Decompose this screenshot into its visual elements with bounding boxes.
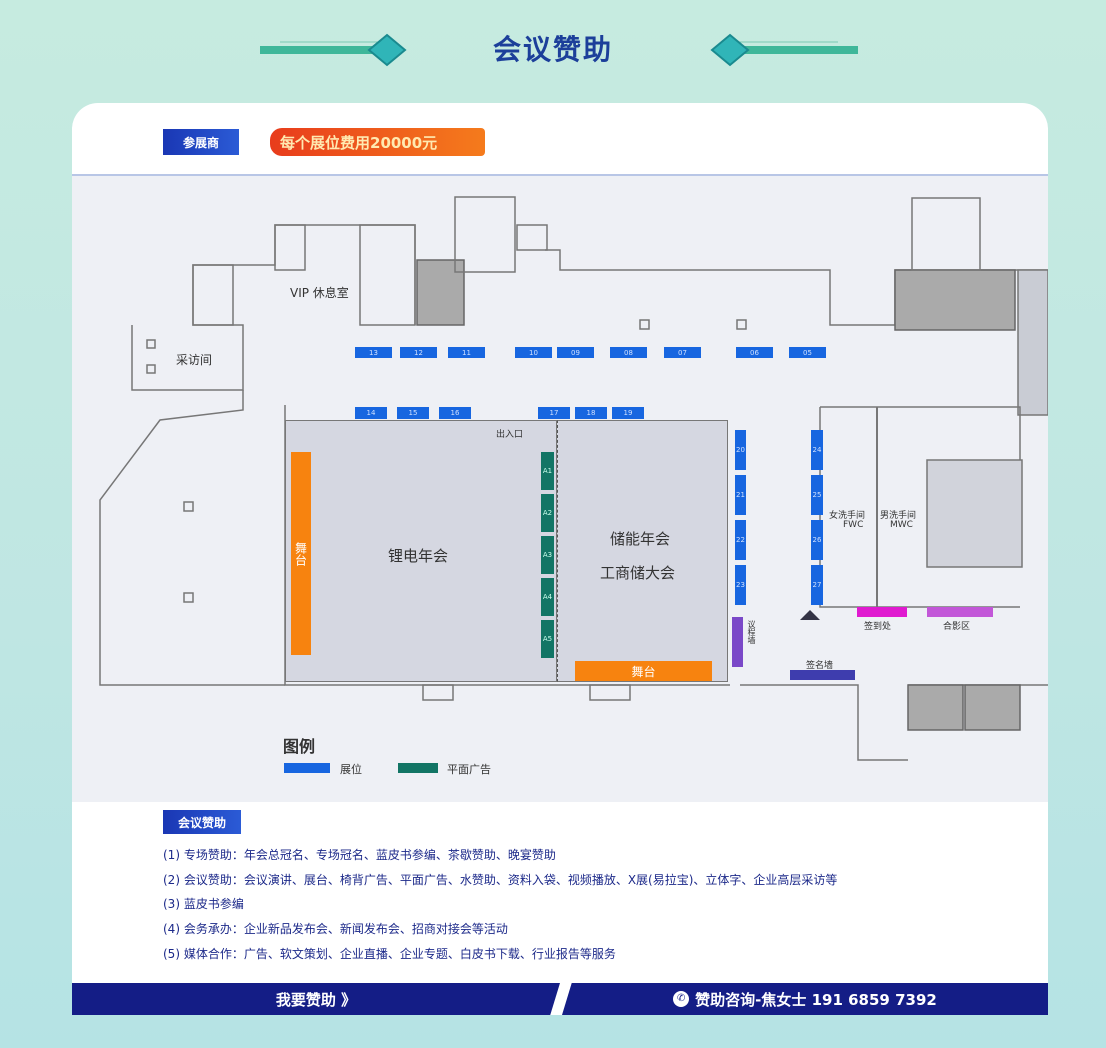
sponsor-section-title: 会议赞助: [163, 810, 241, 834]
hall-lithium: [285, 420, 557, 682]
booth-15: 15: [397, 407, 429, 419]
photo-label: 合影区: [943, 622, 971, 632]
phone-icon: ✆: [673, 991, 690, 1007]
booth-06: 06: [736, 347, 773, 358]
title-decoration-right: [710, 33, 858, 67]
booth-24: 24: [811, 430, 823, 470]
ad-a3: A3: [541, 536, 554, 574]
booth-10: 10: [515, 347, 552, 358]
sponsor-item: (1) 专场赞助：年会总冠名、专场冠名、蓝皮书参编、茶歇赞助、晚宴赞助: [163, 848, 556, 862]
wc-male-code: MWC: [890, 520, 913, 530]
signin-area: [857, 607, 907, 617]
interview-room-label: 采访间: [176, 353, 213, 367]
booth-17: 17: [538, 407, 570, 419]
stage-bottom: 舞台: [575, 661, 712, 681]
legend-ad-swatch: [398, 763, 438, 773]
hall-storage-label-1: 储能年会: [610, 530, 671, 548]
booth-09: 09: [557, 347, 594, 358]
hall-storage-label-2: 工商储大会: [600, 564, 676, 582]
booth-23: 23: [735, 565, 746, 605]
photo-area: [927, 607, 993, 617]
contact-bar: ✆ 赞助咨询-焦女士 191 6859 7392: [562, 983, 1048, 1015]
booth-25: 25: [811, 475, 823, 515]
booth-13: 13: [355, 347, 392, 358]
sign-wall-label: 签名墙: [806, 661, 834, 671]
booth-22: 22: [735, 520, 746, 560]
ad-a1: A1: [541, 452, 554, 490]
booth-20: 20: [735, 430, 746, 470]
legend-booth-swatch: [284, 763, 330, 773]
page-title: 会议赞助: [492, 33, 613, 66]
building-walls: [99, 196, 1048, 761]
hall-storage: [557, 420, 728, 682]
booth-26: 26: [811, 520, 823, 560]
booth-07: 07: [664, 347, 701, 358]
ad-a2: A2: [541, 494, 554, 532]
legend-ad-label: 平面广告: [447, 763, 491, 776]
booth-21: 21: [735, 475, 746, 515]
wc-female-code: FWC: [843, 520, 864, 530]
booth-12: 12: [400, 347, 437, 358]
exhibitor-tag: 参展商: [163, 129, 239, 155]
legend-title: 图例: [283, 737, 316, 756]
agenda-wall-label: 议程墙: [747, 620, 756, 644]
sponsor-item: (3) 蓝皮书参编: [163, 897, 244, 911]
booth-14: 14: [355, 407, 387, 419]
stage-left: 舞台: [291, 452, 311, 655]
price-banner: 每个展位费用20000元: [270, 128, 485, 156]
booth-27: 27: [811, 565, 823, 605]
ad-a4: A4: [541, 578, 554, 616]
legend-booth-label: 展位: [340, 763, 362, 776]
booth-19: 19: [612, 407, 644, 419]
wc-divider: [876, 407, 878, 607]
hall-lithium-label: 锂电年会: [388, 547, 449, 565]
sponsor-item: (5) 媒体合作：广告、软文策划、企业直播、企业专题、白皮书下载、行业报告等服务: [163, 947, 616, 961]
ad-a5: A5: [541, 620, 554, 658]
sponsor-cta-button[interactable]: 我要赞助 》: [72, 983, 560, 1015]
sponsor-item: (2) 会议赞助：会议演讲、展台、椅背广告、平面广告、水赞助、资料入袋、视频播放…: [163, 873, 838, 887]
agenda-wall: [732, 617, 743, 667]
booth-16: 16: [439, 407, 471, 419]
entrance-label: 出入口: [496, 430, 524, 440]
booth-05: 05: [789, 347, 826, 358]
wc-female-label: 女洗手间: [829, 511, 866, 521]
title-decoration-left: [260, 33, 407, 67]
vip-room-label: VIP 休息室: [290, 286, 349, 300]
signin-label: 签到处: [864, 622, 892, 632]
booth-08: 08: [610, 347, 647, 358]
sign-wall: [790, 670, 855, 680]
contact-text: 赞助咨询-焦女士 191 6859 7392: [695, 990, 937, 1009]
booth-11: 11: [448, 347, 485, 358]
booth-18: 18: [575, 407, 607, 419]
wc-male-label: 男洗手间: [880, 511, 917, 521]
sponsor-item: (4) 会务承办：企业新品发布会、新闻发布会、招商对接会等活动: [163, 922, 508, 936]
